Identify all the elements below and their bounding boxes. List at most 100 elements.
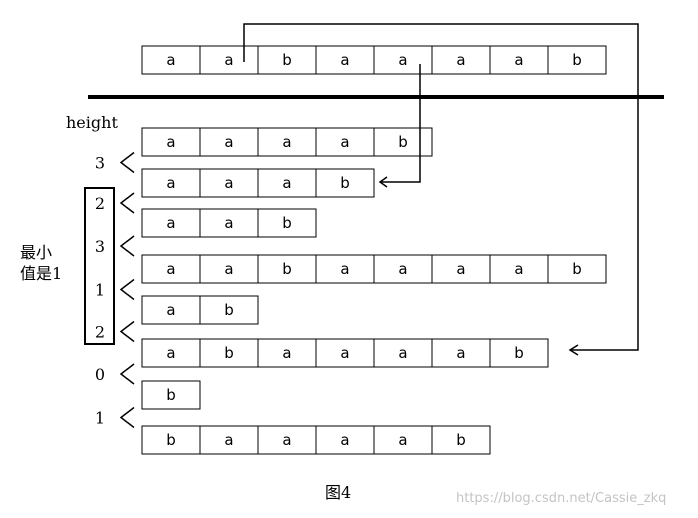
char-cell [547, 45, 607, 75]
char-label: a [166, 214, 175, 232]
char-label: b [166, 431, 176, 449]
char-cell [257, 45, 317, 75]
char-cell [373, 338, 433, 368]
figure-caption: 图4 [325, 483, 351, 502]
char-label: a [166, 344, 175, 362]
height-bracket [119, 278, 135, 301]
char-cell [199, 208, 259, 238]
height-bracket [119, 192, 135, 214]
char-cell [431, 45, 491, 75]
height-label: height [66, 113, 118, 132]
char-label: a [456, 260, 465, 278]
char-cell [431, 425, 491, 455]
arrow-2 [243, 23, 639, 356]
height-value: 3 [95, 237, 105, 256]
char-label: a [166, 260, 175, 278]
char-label: a [398, 51, 407, 69]
char-cell [257, 168, 317, 198]
height-value: 1 [95, 281, 105, 300]
char-label: b [224, 344, 234, 362]
char-label: a [456, 51, 465, 69]
char-cell [199, 295, 259, 325]
char-label: b [282, 214, 292, 232]
char-label: a [224, 214, 233, 232]
char-label: a [340, 51, 349, 69]
char-label: a [398, 260, 407, 278]
height-bracket [119, 320, 135, 343]
char-label: a [514, 51, 523, 69]
char-cell [431, 254, 491, 284]
char-cell [315, 254, 375, 284]
char-label: a [282, 133, 291, 151]
char-cell [257, 208, 317, 238]
watermark: https://blog.csdn.net/Cassie_zkq [456, 491, 666, 506]
char-label: a [224, 51, 233, 69]
arrow-1 [378, 64, 421, 188]
char-label: a [224, 174, 233, 192]
char-label: a [340, 133, 349, 151]
char-cell [257, 254, 317, 284]
char-label: a [166, 174, 175, 192]
char-cell [373, 45, 433, 75]
char-label: a [398, 431, 407, 449]
char-cell [141, 254, 201, 284]
height-bracket [119, 363, 135, 385]
char-cell [199, 127, 259, 157]
char-label: a [282, 174, 291, 192]
char-cell [489, 338, 549, 368]
min-range-box [84, 187, 115, 345]
height-value: 1 [95, 409, 105, 428]
char-label: a [166, 51, 175, 69]
char-label: a [398, 344, 407, 362]
char-cell [257, 338, 317, 368]
char-label: a [166, 133, 175, 151]
char-cell [141, 380, 201, 410]
char-cell [489, 254, 549, 284]
char-cell [199, 425, 259, 455]
char-cell [257, 127, 317, 157]
char-label: a [224, 260, 233, 278]
char-cell [373, 127, 433, 157]
height-value: 3 [95, 154, 105, 173]
char-label: b [166, 386, 176, 404]
char-label: b [282, 51, 292, 69]
char-label: b [224, 301, 234, 319]
char-label: a [224, 133, 233, 151]
height-value: 0 [95, 365, 105, 384]
char-label: b [340, 174, 350, 192]
height-bracket [119, 151, 135, 174]
char-cell [141, 208, 201, 238]
char-cell [199, 168, 259, 198]
char-label: a [166, 301, 175, 319]
char-cell [315, 338, 375, 368]
height-bracket [119, 406, 135, 429]
char-cell [199, 45, 259, 75]
char-cell [431, 338, 491, 368]
char-label: b [514, 344, 524, 362]
char-cell [199, 338, 259, 368]
char-label: b [456, 431, 466, 449]
char-label: a [340, 431, 349, 449]
min-label-line2: 值是1 [20, 264, 62, 283]
min-label-line1: 最小 [20, 243, 52, 262]
char-label: a [456, 344, 465, 362]
height-brackets [119, 151, 135, 429]
char-cell [141, 168, 201, 198]
char-label: a [514, 260, 523, 278]
char-cell [547, 254, 607, 284]
char-cell [141, 45, 201, 75]
height-value: 2 [95, 323, 105, 342]
char-cell [315, 168, 375, 198]
char-label: b [572, 260, 582, 278]
char-label: a [282, 431, 291, 449]
char-cell [489, 45, 549, 75]
